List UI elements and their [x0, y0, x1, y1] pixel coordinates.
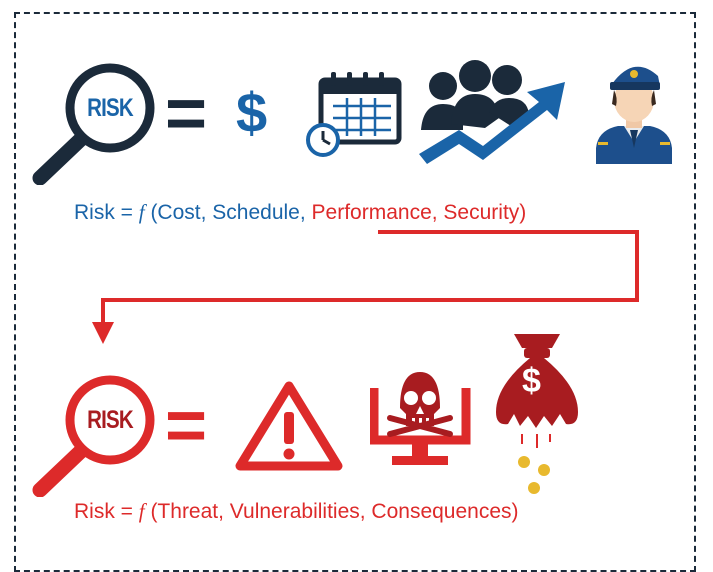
formula-row1-red-part: Performance, Security)	[311, 201, 527, 224]
formula-row1: Risk = f (Cost, Schedule, Performance, S…	[74, 200, 526, 225]
formula-row2-rest: (Threat, Vulnerabilities, Consequences)	[144, 500, 519, 523]
equals-sign: =	[165, 74, 208, 154]
formula-row2-f: f	[138, 499, 145, 523]
formula-row1-blue-part: (Cost, Schedule,	[144, 201, 312, 224]
money-bag-icon: $	[492, 330, 582, 498]
formula-row2-prefix: Risk =	[74, 500, 139, 523]
equals-sign-red: =	[165, 386, 208, 466]
skull-monitor-icon	[369, 368, 474, 472]
magnifier-risk-icon-red: RISK	[28, 372, 158, 498]
risk-badge-label: RISK	[87, 94, 134, 122]
dollar-icon: $	[236, 81, 268, 144]
magnifier-risk-icon: RISK	[28, 60, 158, 186]
warning-triangle-icon	[234, 378, 344, 474]
formula-row2: Risk = f (Threat, Vulnerabilities, Conse…	[74, 499, 519, 524]
formula-row1-prefix: Risk =	[74, 201, 139, 224]
money-bag-dollar: $	[522, 362, 541, 400]
formula-row1-f: f	[138, 200, 145, 224]
calendar-clock-icon	[303, 70, 403, 160]
connector-arrow	[92, 230, 639, 344]
security-guard-icon	[588, 56, 680, 164]
team-growth-icon	[415, 58, 575, 168]
risk-badge-label-red: RISK	[87, 406, 134, 434]
